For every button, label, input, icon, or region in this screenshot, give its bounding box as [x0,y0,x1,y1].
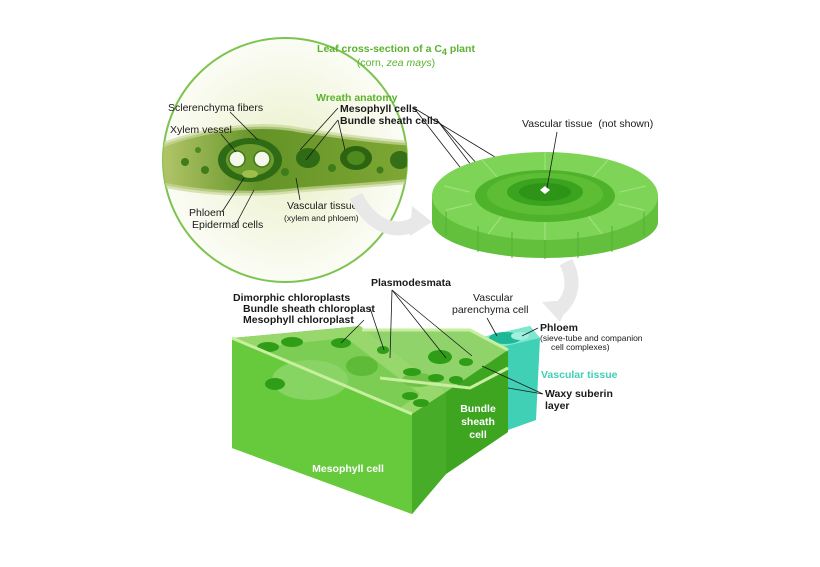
label-wreath: Wreath anatomy [316,92,398,104]
label-bundle-2: sheath [461,416,495,428]
label-bundle-3: cell [469,429,487,441]
svg-text:(corn, zea mays): (corn, zea mays) [357,57,435,69]
label-vascular-tissue-leaf: Vascular tissue [287,200,358,212]
label-waxy-1: Waxy suberin [545,388,613,400]
label-phloem-leaf: Phloem [189,207,225,219]
label-phloem-note-2: cell complexes) [551,342,610,352]
cell-block [231,326,540,514]
label-xylem-vessel: Xylem vessel [170,124,232,136]
label-sclerenchyma: Sclerenchyma fibers [168,102,263,114]
cell-labels: Plasmodesmata Dimorphic chloroplasts Bun… [233,277,643,475]
label-bundle-sheath-chloroplast: Bundle sheath chloroplast [243,303,375,315]
label-plasmodesmata: Plasmodesmata [371,277,451,289]
label-bundle-sheath-cells: Bundle sheath cells [340,115,439,127]
label-vascular-parenchyma-1: Vascular [473,292,514,304]
label-waxy-2: layer [545,400,570,412]
label-mesophyll-chloroplast: Mesophyll chloroplast [243,314,354,326]
leaf-micrograph [162,37,408,283]
label-mesophyll-cells: Mesophyll cells [340,103,418,115]
label-vascular-tissue-note: (xylem and phloem) [284,213,359,223]
label-vascular-tissue-cell: Vascular tissue [541,369,618,381]
label-epidermal: Epidermal cells [192,219,263,231]
label-dimorphic: Dimorphic chloroplasts [233,292,350,304]
label-bundle-1: Bundle [460,403,496,415]
label-mesophyll-cell: Mesophyll cell [312,463,384,475]
label-vascular-tissue-ring: Vascular tissue (not shown) [522,118,653,130]
leaf-labels: Sclerenchyma fibers Xylem vessel Phloem … [168,92,511,231]
svg-text:Leaf cross-section of a C4 pla: Leaf cross-section of a C4 plant [317,43,475,57]
label-phloem-note-1: (sieve-tube and companion [540,333,643,343]
label-phloem-cell: Phloem [540,322,578,334]
diagram-title: Leaf cross-section of a C4 plant (corn, … [317,43,475,69]
wreath-ring [432,152,658,259]
label-vascular-parenchyma-2: parenchyma cell [452,304,528,316]
